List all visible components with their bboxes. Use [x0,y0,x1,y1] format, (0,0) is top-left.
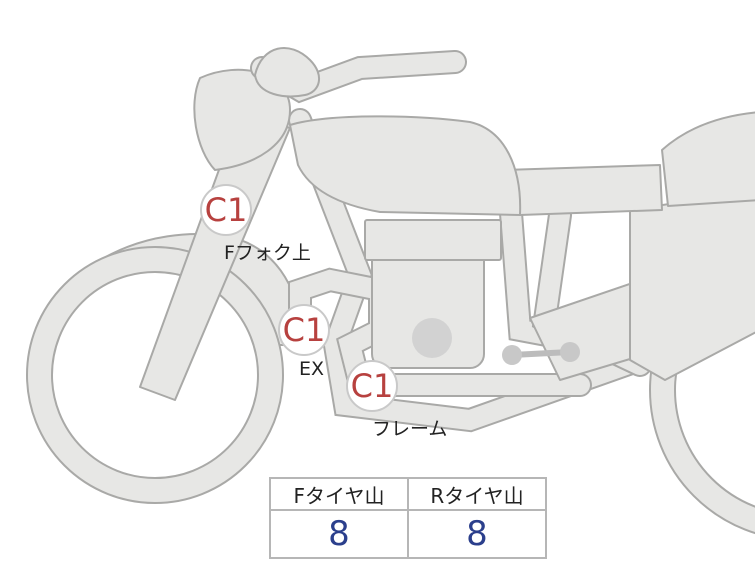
front-tire-tread-value: 8 [269,509,409,559]
marker-code-exhaust: C1 [282,311,326,349]
marker-code-frame: C1 [350,367,394,405]
marker-label-front-fork-top: Fフォク上 [224,242,311,264]
engine [364,219,502,369]
marker-label-frame: フレーム [372,418,448,440]
front-tire-tread-header: Fタイヤ山 [269,477,409,511]
tire-tread-value-row: 8 8 [269,509,547,559]
marker-circle-exhaust [278,304,330,356]
tire-tread-header-row: Fタイヤ山 Rタイヤ山 [269,477,547,511]
fuel-tank [289,115,522,216]
marker-code-front-fork-top: C1 [204,191,248,229]
tire-tread-table: Fタイヤ山 Rタイヤ山 8 8 [269,477,547,559]
marker-label-exhaust: EX [299,358,325,380]
marker-circle-frame [346,360,398,412]
rear-tail [661,111,755,207]
seat [504,164,663,216]
handlebar [250,47,467,104]
marker-circle-front-fork-top [200,184,252,236]
rear-tire-tread-header: Rタイヤ山 [407,477,547,511]
rear-tire-tread-value: 8 [407,509,547,559]
